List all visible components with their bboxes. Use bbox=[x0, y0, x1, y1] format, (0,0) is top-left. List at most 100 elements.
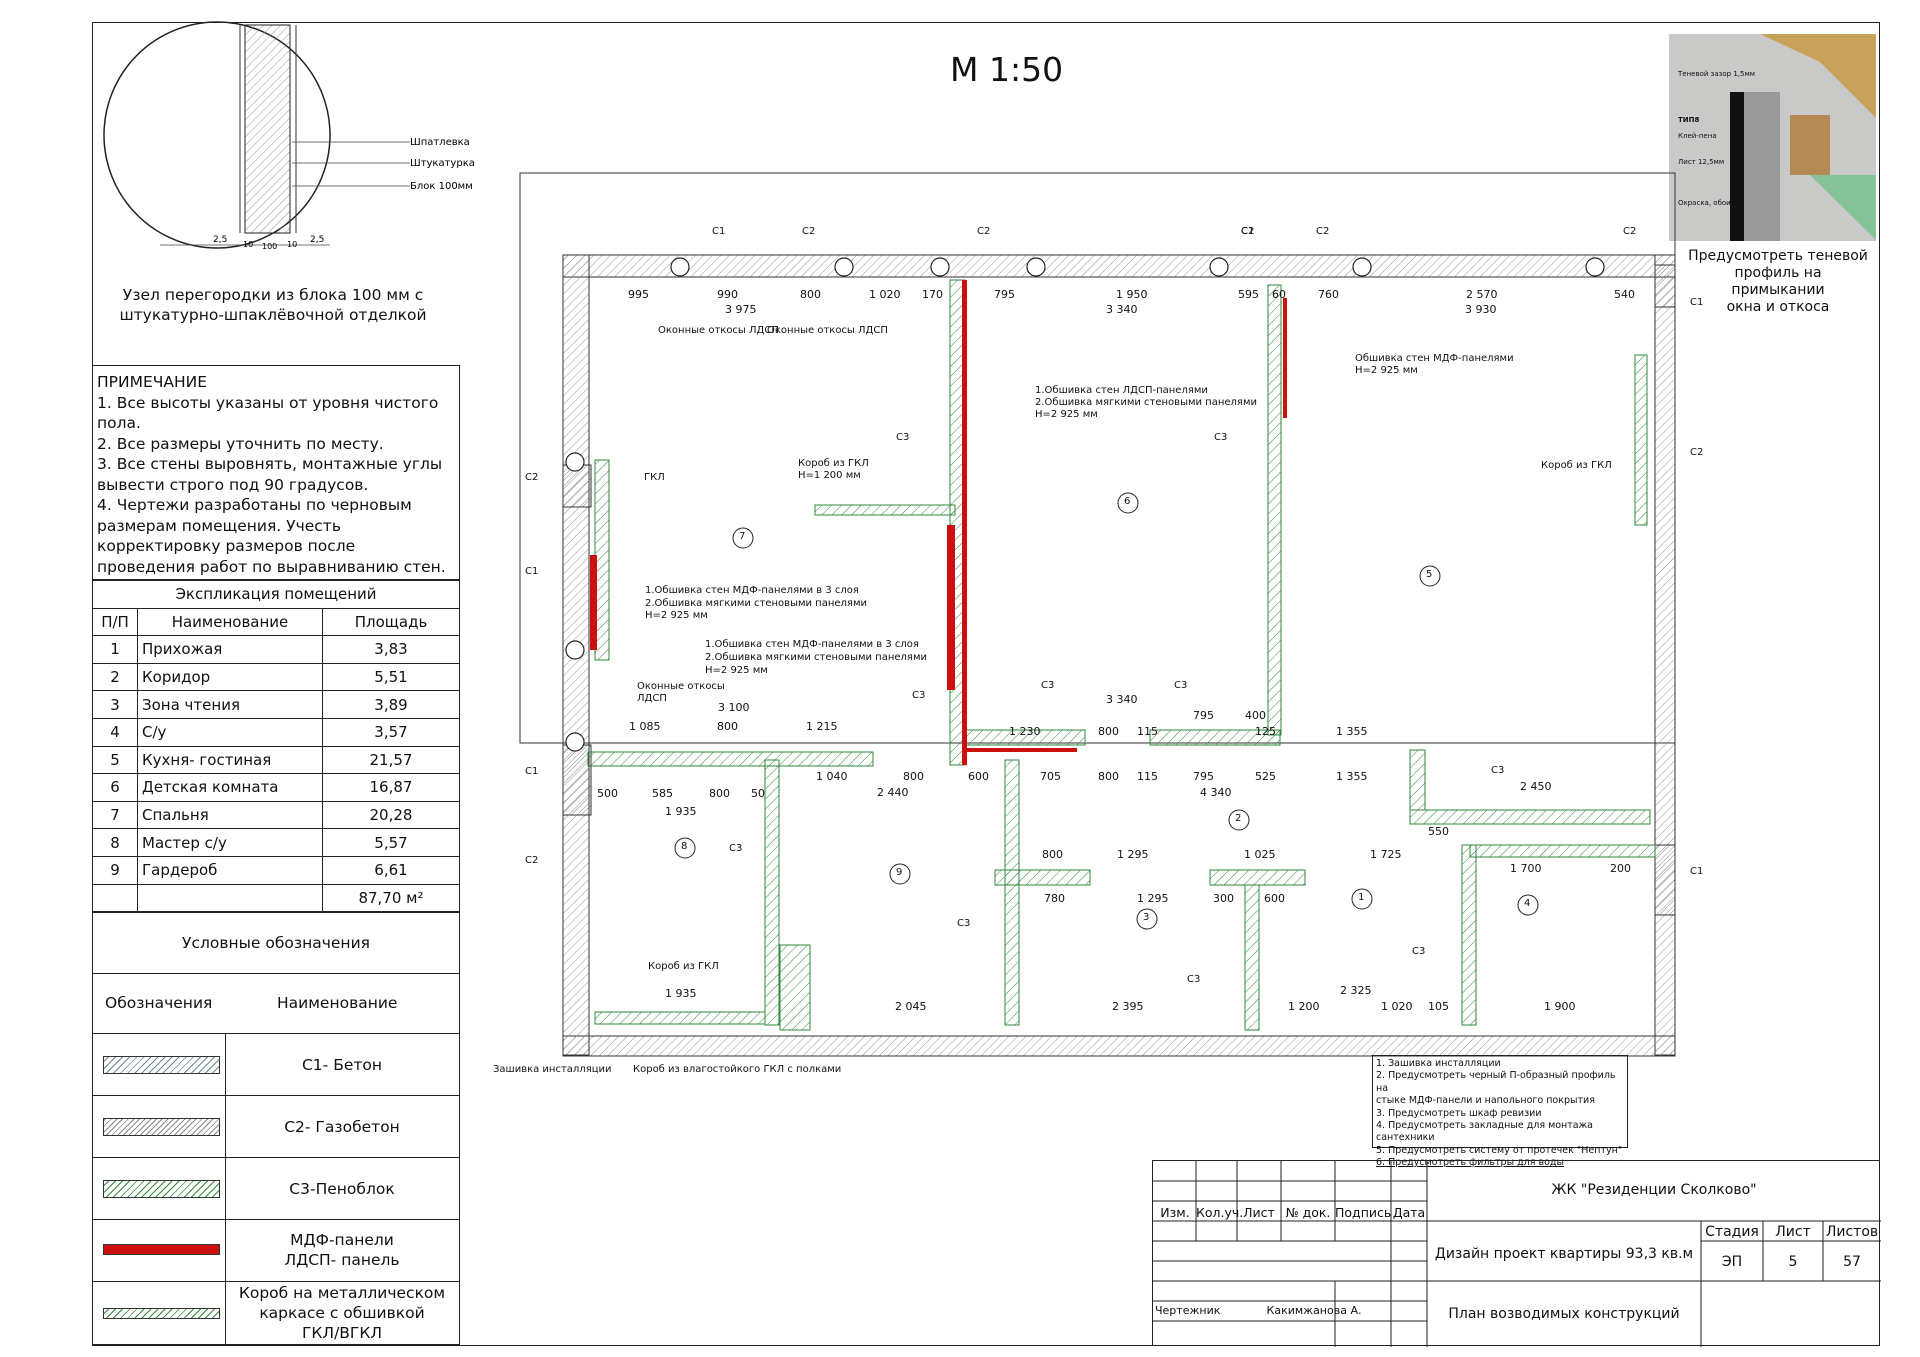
legend-header: Обозначения Наименование bbox=[93, 973, 459, 1034]
dim: 1 935 bbox=[665, 987, 697, 1000]
table-cell bbox=[92, 883, 138, 913]
dim: 3 930 bbox=[1465, 303, 1497, 316]
wall-label: С3 bbox=[1491, 765, 1505, 776]
legend-item-name: МДФ-панели bbox=[290, 1231, 394, 1249]
dim: 105 bbox=[1428, 1000, 1449, 1013]
note-line: 3. Предусмотреть шкаф ревизии bbox=[1376, 1107, 1542, 1119]
dim: 1 950 bbox=[1116, 288, 1148, 301]
table-cell: Гардероб bbox=[137, 855, 323, 885]
dim: 600 bbox=[968, 770, 989, 783]
dim: 125 bbox=[1255, 725, 1276, 738]
drafter-name: Какимжанова А. bbox=[1266, 1304, 1362, 1317]
dim: 2 570 bbox=[1466, 288, 1498, 301]
dim: 550 bbox=[1428, 825, 1449, 838]
annotation-wall7a: Н=2 925 мм bbox=[645, 610, 708, 621]
annotation-window-2: Оконные откосы ЛДСП bbox=[767, 325, 888, 336]
dim: 50 bbox=[751, 787, 765, 800]
note-line: размерам помещения. Учесть bbox=[97, 516, 341, 535]
table-cell: 4 bbox=[92, 717, 138, 747]
foam-block-hatch-icon bbox=[103, 1180, 220, 1198]
tb-col: Кол.уч. bbox=[1196, 1205, 1244, 1220]
dim: 170 bbox=[922, 288, 943, 301]
sheet-title: План возводимых конструкций bbox=[1448, 1306, 1680, 1322]
dim: 1 295 bbox=[1137, 892, 1169, 905]
dim: 3 100 bbox=[718, 701, 750, 714]
annotation-window3: Оконные откосы bbox=[637, 681, 725, 692]
wall-label: С2 bbox=[1316, 226, 1330, 237]
legend-col2: Наименование bbox=[277, 994, 398, 1012]
detail-dim-2: 10 bbox=[243, 240, 253, 249]
note-line: 2. Все размеры уточнить по месту. bbox=[97, 434, 384, 453]
drywall-box-icon bbox=[103, 1308, 220, 1319]
scale-label: М 1:50 bbox=[950, 50, 1064, 89]
dim: 2 325 bbox=[1340, 984, 1372, 997]
dim: 795 bbox=[1193, 709, 1214, 722]
profile-label-2: ТИП8 bbox=[1678, 116, 1699, 124]
table-cell: 3,83 bbox=[322, 635, 460, 664]
annotation-wall5: Н=2 925 мм bbox=[1355, 365, 1418, 376]
stage-value: ЭП bbox=[1721, 1254, 1743, 1270]
notes: ПРИМЕЧАНИЕ 1. Все высоты указаны от уров… bbox=[97, 372, 463, 577]
wall-label: С3 bbox=[912, 690, 926, 701]
legend-col1: Обозначения bbox=[105, 994, 213, 1012]
dim: 3 975 bbox=[725, 303, 757, 316]
dim: 525 bbox=[1255, 770, 1276, 783]
profile-note: Предусмотреть теневой профиль на примыка… bbox=[1688, 248, 1868, 316]
detail-label-1: Шпатлевка bbox=[410, 137, 470, 148]
dim: 1 355 bbox=[1336, 770, 1368, 783]
annotation-wall7a: 1.Обшивка стен МДФ-панелями в 3 слоя bbox=[645, 585, 859, 596]
legend: Условные обозначения Обозначения Наимено… bbox=[92, 912, 460, 1346]
wall-label: С2 bbox=[1241, 226, 1255, 237]
dim: 4 340 bbox=[1200, 786, 1232, 799]
notes-box bbox=[92, 365, 460, 580]
tb-col: Изм. bbox=[1160, 1205, 1190, 1220]
wall-label: С1 bbox=[712, 226, 726, 237]
table-cell: 16,87 bbox=[322, 773, 460, 802]
stage-header: Стадия bbox=[1705, 1224, 1759, 1240]
table-cell: Прихожая bbox=[137, 635, 323, 664]
column-markers bbox=[565, 257, 1605, 752]
dim: 2 395 bbox=[1112, 1000, 1144, 1013]
dim: 800 bbox=[1042, 848, 1063, 861]
project-name: ЖК "Резиденции Сколково" bbox=[1551, 1182, 1757, 1198]
table-header: П/П bbox=[92, 607, 138, 637]
legend-item-name: С3-Пеноблок bbox=[289, 1180, 395, 1198]
profile-label-5: Окраска, обои bbox=[1678, 199, 1731, 207]
legend-item-name: ГКЛ/ВГКЛ bbox=[301, 1324, 383, 1342]
dim: 595 bbox=[1238, 288, 1259, 301]
detail-caption: Узел перегородки из блока 100 мм с штука… bbox=[98, 285, 448, 325]
dim: 600 bbox=[1264, 892, 1285, 905]
drafter-role: Чертежник bbox=[1155, 1304, 1221, 1317]
bathroom-notes: 1. Зашивка инсталляции 2. Предусмотреть … bbox=[1372, 1055, 1628, 1168]
note-line: 5. Предусмотреть систему от протечек "Не… bbox=[1376, 1144, 1623, 1156]
table-cell bbox=[137, 883, 323, 913]
shadow-profile-image: Теневой зазор 1,5мм ТИП8 Клей-пена Лист … bbox=[1669, 34, 1876, 241]
annotation-wall6: Н=2 925 мм bbox=[1035, 409, 1098, 420]
dim: 1 230 bbox=[1009, 725, 1041, 738]
tb-col: № док. bbox=[1285, 1205, 1331, 1220]
wall-label: С3 bbox=[957, 918, 971, 929]
annotation-wall6: 1.Обшивка стен ЛДСП-панелями bbox=[1035, 385, 1208, 396]
wall-label: С3 bbox=[729, 843, 743, 854]
dim: 540 bbox=[1614, 288, 1635, 301]
annotation-window-1: Оконные откосы ЛДСП bbox=[658, 325, 779, 336]
note-line: пола. bbox=[97, 414, 141, 432]
dim: 115 bbox=[1137, 725, 1158, 738]
title-block: Изм. Кол.уч. Лист № док. Подпись Дата ЖК… bbox=[1152, 1160, 1881, 1347]
room-number-5: 5 bbox=[1426, 569, 1433, 580]
wall-label: С3 bbox=[1187, 974, 1201, 985]
table-cell: 7 bbox=[92, 800, 138, 830]
legend-item-name: каркасе с обшивкой bbox=[259, 1304, 425, 1322]
dim: 800 bbox=[709, 787, 730, 800]
annotation-wall6: 2.Обшивка мягкими стеновыми панелями bbox=[1035, 397, 1257, 408]
dim: 800 bbox=[717, 720, 738, 733]
wall-label: С2 bbox=[1623, 226, 1637, 237]
dim: 800 bbox=[800, 288, 821, 301]
detail-dim-3: 100 bbox=[262, 242, 277, 251]
